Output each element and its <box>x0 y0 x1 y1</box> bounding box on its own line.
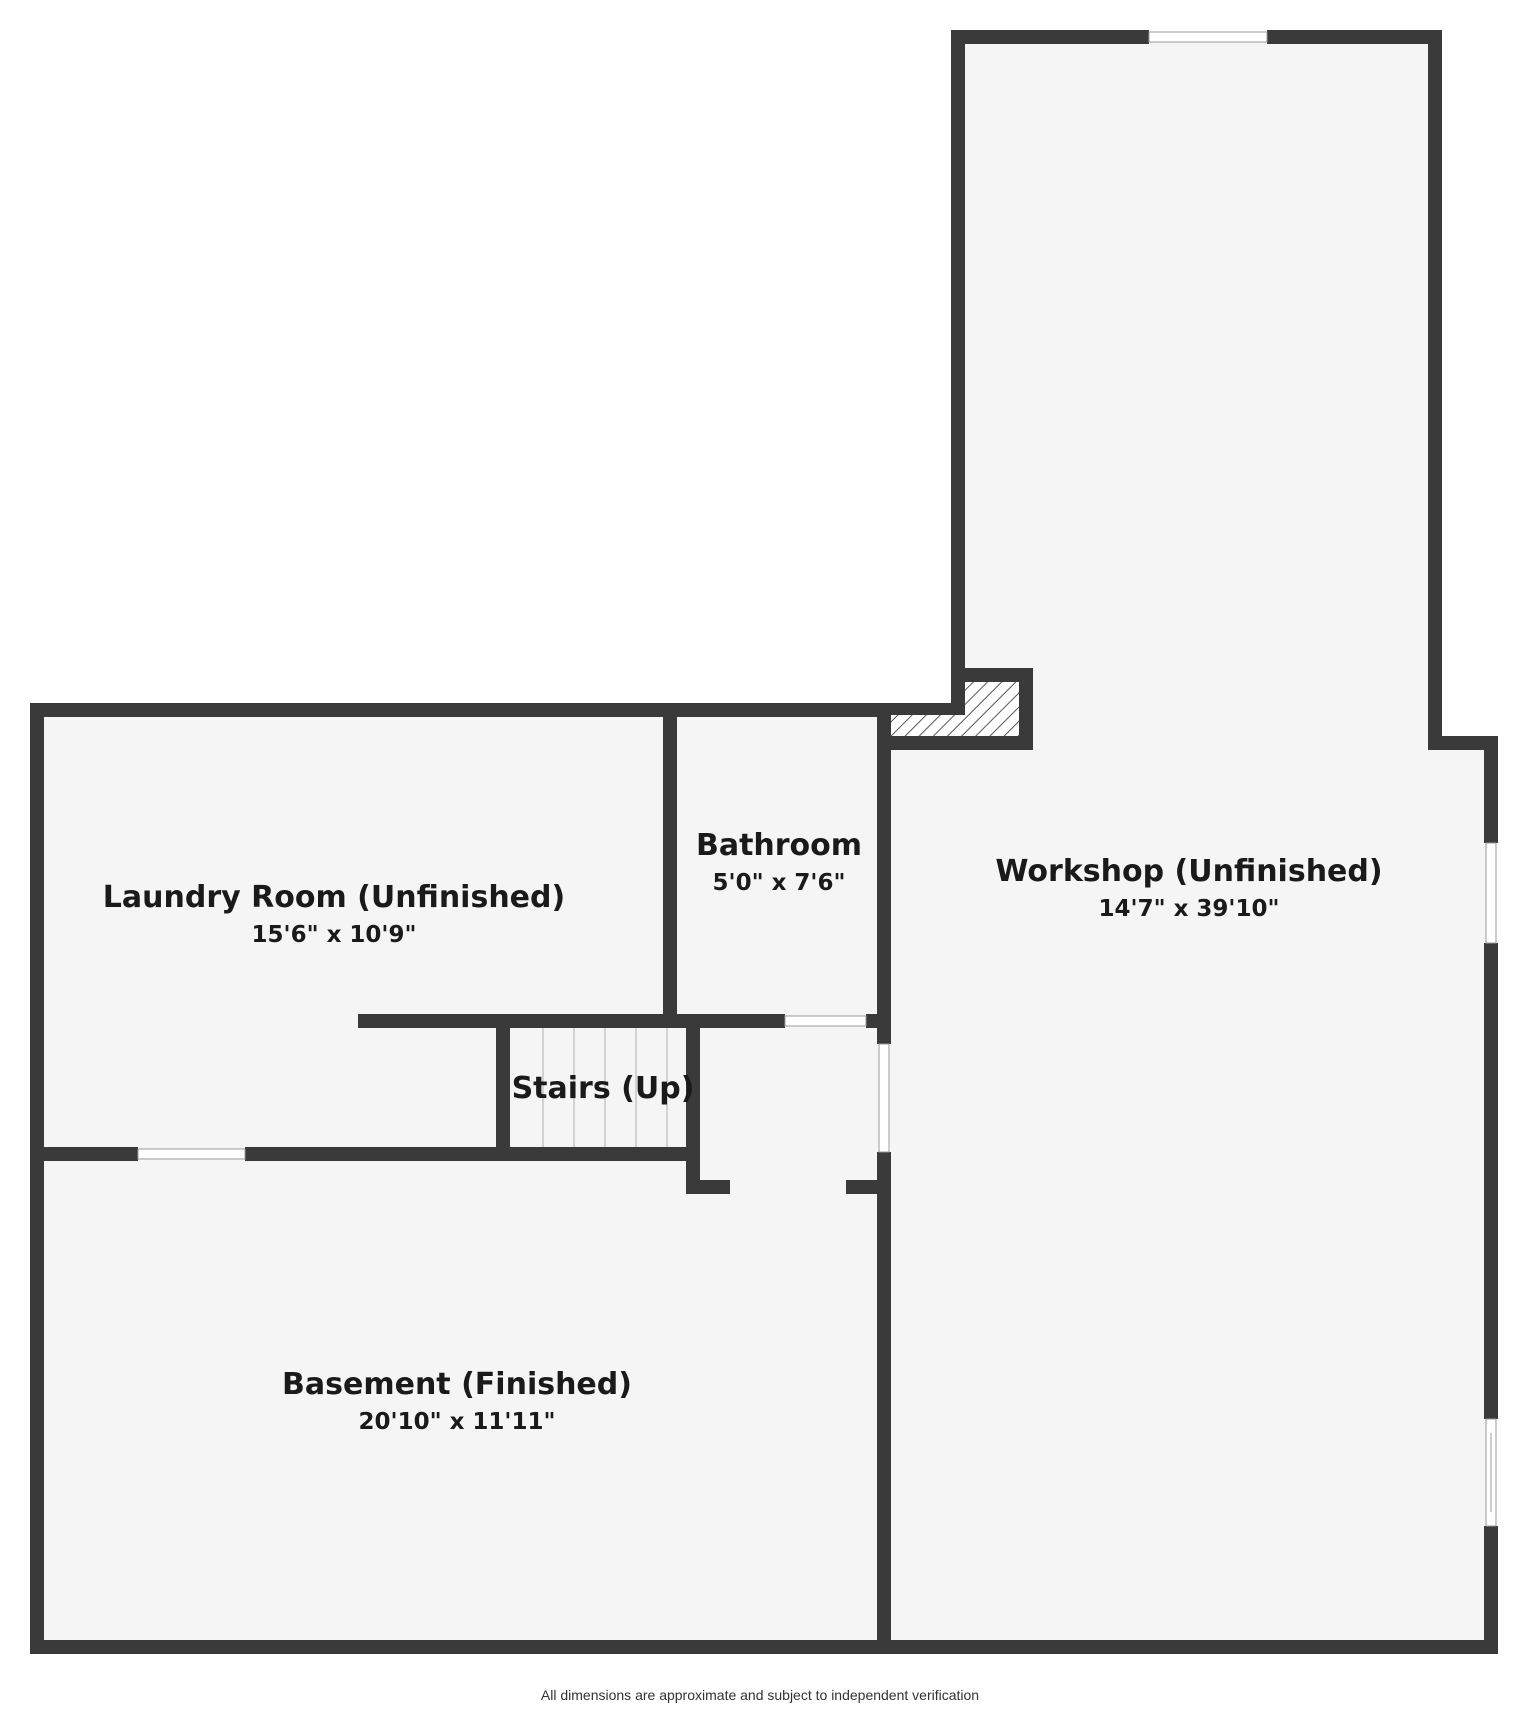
bathroom-name: Bathroom <box>696 828 862 863</box>
door-bathroom <box>784 1015 867 1027</box>
laundry-room-name: Laundry Room (Unfinished) <box>103 880 565 915</box>
wall-workshop-right-a <box>1484 736 1498 843</box>
basement-dimensions: 20'10" x 11'11" <box>359 1409 556 1435</box>
wall-stub-right <box>846 1180 891 1194</box>
workshop-name: Workshop (Unfinished) <box>995 854 1382 889</box>
wall-workshop-top-right <box>1267 30 1442 44</box>
windows <box>137 31 1497 1527</box>
floor-areas <box>37 37 1490 1646</box>
wall-stairs-top-left <box>358 1014 785 1028</box>
laundry-room-dimensions: 15'6" x 10'9" <box>252 922 417 948</box>
wall-outer-left <box>30 703 44 1654</box>
bathroom-dimensions: 5'0" x 7'6" <box>713 870 846 896</box>
window-basement-laundry <box>137 1148 246 1160</box>
wall-stairs-left <box>496 1014 510 1154</box>
wall-interior-vertical <box>877 710 891 1016</box>
wall-laundry-bath <box>663 710 677 1020</box>
chimney-hatch-inner <box>965 682 1019 736</box>
wall-basement-top-a <box>30 1147 138 1161</box>
chimney-hatch-lower <box>891 715 965 736</box>
wall-top-left <box>30 703 964 717</box>
workshop-dimensions: 14'7" x 39'10" <box>1099 896 1280 922</box>
walls <box>30 30 1498 1654</box>
wall-interior-vertical-b <box>877 1152 891 1646</box>
workshop-lower-floor <box>890 743 1490 1646</box>
wall-workshop-step <box>1428 736 1498 750</box>
wall-outer-bottom <box>30 1640 1498 1654</box>
basement-floor <box>37 1156 884 1646</box>
wall-stairs-top-right <box>866 1014 891 1028</box>
door-workshop <box>878 1043 890 1153</box>
stairs-name: Stairs (Up) <box>512 1071 695 1106</box>
wall-workshop-right-c <box>1484 1526 1498 1654</box>
basement-name: Basement (Finished) <box>282 1367 632 1402</box>
bathroom-floor <box>674 710 884 1020</box>
disclaimer-footer: All dimensions are approximate and subje… <box>541 1687 979 1703</box>
wall-workshop-right-b <box>1484 943 1498 1419</box>
stairs-treads <box>542 1028 668 1147</box>
window-workshop-right-upper <box>1485 842 1497 944</box>
window-workshop-top <box>1148 31 1268 43</box>
wall-workshop-left-upper <box>951 30 965 717</box>
wall-basement-top-b <box>245 1147 700 1161</box>
wall-stub-left <box>686 1180 730 1194</box>
chimney-wall-bottom <box>884 736 1033 750</box>
chimney-wall-top <box>951 668 1033 682</box>
chimney-wall-right <box>1019 668 1033 750</box>
room-labels: Laundry Room (Unfinished) 15'6" x 10'9" … <box>103 828 1383 1435</box>
wall-workshop-top-left <box>951 30 1149 44</box>
wall-workshop-right-upper <box>1428 30 1442 750</box>
